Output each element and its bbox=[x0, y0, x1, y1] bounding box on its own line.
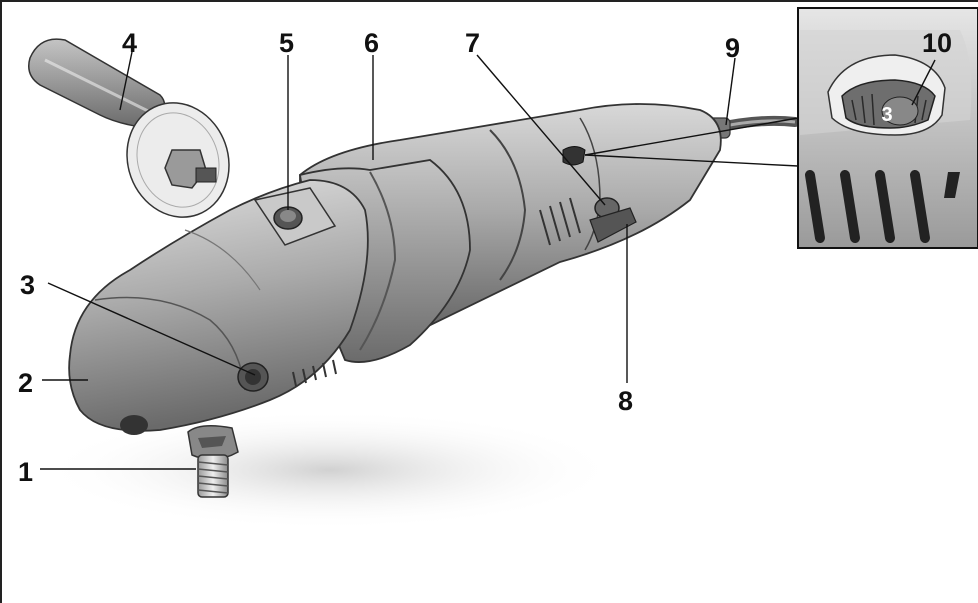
callout-9: 9 bbox=[725, 33, 740, 63]
callout-7: 7 bbox=[465, 28, 480, 58]
speed-dial-value: 3 bbox=[881, 104, 892, 126]
callout-1: 1 bbox=[18, 457, 33, 487]
callout-2: 2 bbox=[18, 368, 33, 398]
leader-lines bbox=[40, 51, 799, 470]
speed-dial-inset bbox=[797, 7, 978, 249]
callout-8: 8 bbox=[618, 386, 633, 416]
polisher-body bbox=[68, 103, 800, 498]
callout-10: 10 bbox=[922, 28, 952, 58]
callout-5: 5 bbox=[279, 28, 294, 58]
callout-4: 4 bbox=[122, 28, 137, 58]
auxiliary-handle bbox=[28, 38, 230, 218]
floor-shadow bbox=[40, 410, 620, 530]
callout-6: 6 bbox=[364, 28, 379, 58]
callout-labels: 1 2 3 4 5 6 7 8 9 10 bbox=[18, 28, 952, 487]
inset-leader-10 bbox=[911, 59, 936, 106]
callout-3: 3 bbox=[20, 270, 35, 300]
